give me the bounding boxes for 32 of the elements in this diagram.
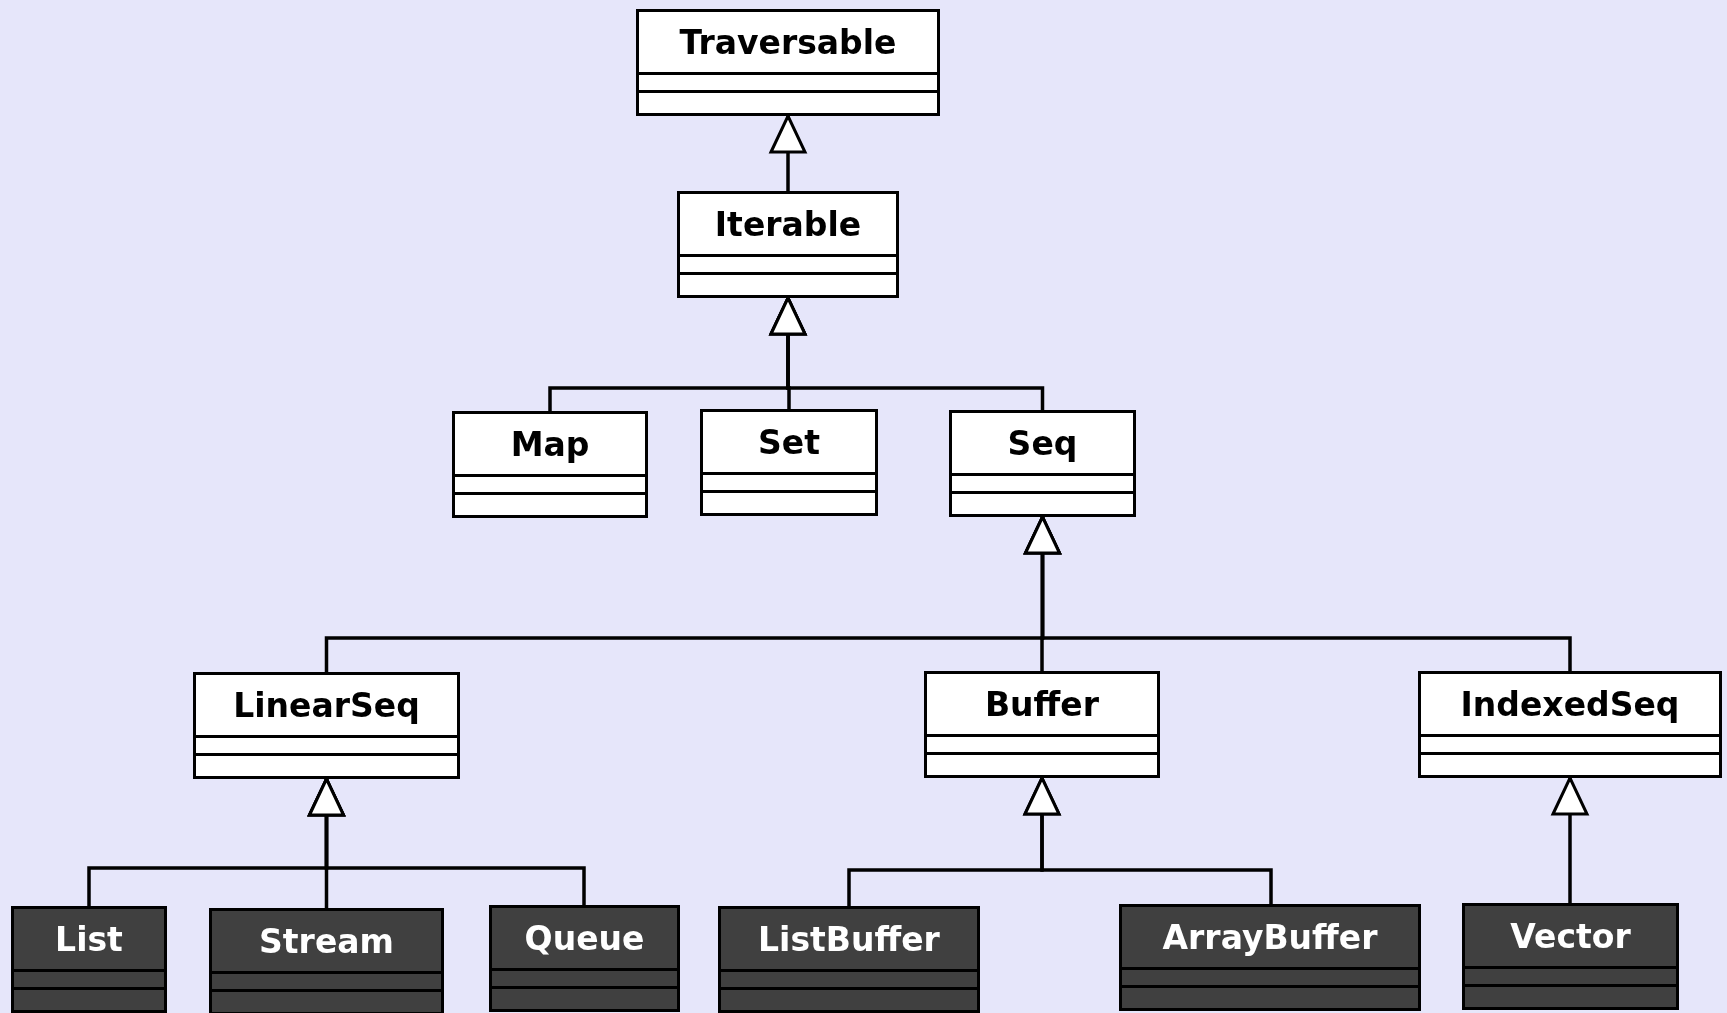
class-name: ListBuffer: [757, 918, 941, 961]
class-box: [924, 671, 1160, 778]
class-name: Set: [757, 421, 821, 464]
inheritance-arrow: [769, 114, 807, 191]
class-name: Vector: [1509, 915, 1632, 958]
class-box: [1119, 904, 1421, 1011]
inheritance-arrow: [769, 296, 1045, 410]
class-box: [11, 906, 167, 1013]
inheritance-arrow: [1023, 776, 1273, 904]
class-box: [1418, 671, 1722, 778]
class-name: Queue: [523, 917, 646, 960]
class-box: [489, 905, 680, 1012]
class-name: Seq: [1006, 422, 1079, 465]
class-box: [636, 9, 940, 116]
inheritance-arrow: [1551, 776, 1589, 903]
class-box: [718, 906, 980, 1013]
class-name: Iterable: [713, 203, 863, 246]
class-name: Traversable: [678, 21, 898, 64]
class-box: [1462, 903, 1679, 1010]
class-box: [677, 191, 899, 298]
class-name: Stream: [258, 920, 395, 963]
class-box: [949, 410, 1136, 517]
class-name: ArrayBuffer: [1161, 916, 1379, 959]
class-name: IndexedSeq: [1459, 683, 1681, 726]
class-name: Buffer: [983, 683, 1100, 726]
class-box: [452, 411, 648, 518]
class-box: [209, 908, 444, 1013]
class-name: LinearSeq: [232, 684, 421, 727]
class-name: Map: [509, 423, 591, 466]
class-name: List: [54, 918, 124, 961]
class-box: [700, 409, 878, 516]
class-box: [193, 672, 460, 779]
